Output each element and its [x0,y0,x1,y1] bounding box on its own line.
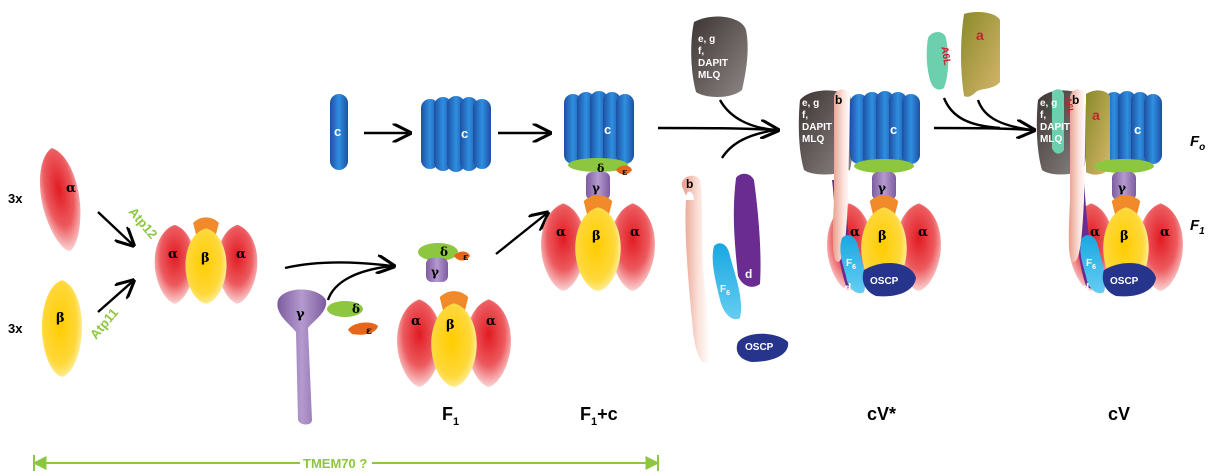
cv-alpha-right-label: α [1160,225,1170,240]
beta-count-label: 3x [8,321,23,336]
cvstar-gamma-label: γ [878,181,886,195]
cvstar-c-label: c [890,122,897,137]
gamma-free-label: γ [296,307,305,322]
cv-oscp-label: OSCP [1110,276,1139,287]
fo-domain-label: Fo [1190,133,1205,153]
delta-free-label: δ [352,302,360,316]
cvstar-alpha-right-label: α [918,225,928,240]
c-ring [421,96,491,172]
cvstar-beta-label: β [878,229,887,244]
f1-beta-label: β [446,318,455,333]
b-free-label: b [686,177,693,191]
beta-free-label: β [56,311,65,326]
cvstar-alpha-left-label: α [850,225,860,240]
atp11-label: Atp11 [87,305,121,342]
a-subunit-free [961,12,1000,97]
arrow-hexamer-to-f1 [285,263,392,269]
b-subunit-free [682,176,710,363]
arrow-efg-merge [720,100,776,130]
arrow-beta-to-hexamer [98,282,132,312]
f1-epsilon-label: ε [463,253,468,263]
f1-alpha-left-label: α [411,314,421,329]
cvstar-b-label: b [835,93,842,107]
cv-complex [1037,89,1183,296]
hexamer-alpha-right-label: α [236,247,246,262]
arrow-f1-to-f1c [496,214,546,254]
cv-c-label: c [1134,122,1141,137]
f1c-beta-label: β [592,229,601,244]
d-free-label: d [745,267,752,281]
oscp-free-label: OSCP [745,342,774,353]
stage-f1c-label: F1+c [580,404,618,428]
c-monomer-label: c [334,124,341,139]
f1c-alpha-left-label: α [556,225,566,240]
alpha-subunit-free [33,145,88,255]
alpha-count-label: 3x [8,191,23,206]
cv-star-complex [799,89,941,296]
epsilon-subunit-free [348,323,378,335]
f1-delta-label: δ [440,245,448,259]
hexamer-alpha-left-label: α [168,247,178,262]
arrow-alpha-to-hexamer [98,212,132,244]
hexamer-beta-label: β [201,251,210,266]
epsilon-free-label: ε [366,326,372,337]
cv-alpha-left-label: α [1090,225,1100,240]
alpha-free-label: α [66,181,76,196]
a-free-label: a [976,27,984,43]
tmem70-label: TMEM70 ? [303,456,367,471]
atp12-label: Atp12 [126,204,161,241]
stage-cv-label: cV [1108,404,1130,424]
f1c-gamma-label: γ [592,181,600,195]
f1c-alpha-right-label: α [630,225,640,240]
f1c-epsilon-label: ε [622,168,627,178]
arrow-gamma-delta-epsilon-merge [328,266,392,300]
beta-subunit-free [42,280,82,377]
f1-alpha-right-label: α [486,314,496,329]
stage-cvstar-label: cV* [867,404,896,424]
f1c-c-label: c [604,122,611,137]
cv-beta-label: β [1120,229,1129,244]
c-ring-label: c [461,126,468,141]
cv-d-label: d [1082,281,1089,295]
f1-domain-label: F1 [1190,217,1205,237]
arrow-peripheral-merge [722,130,776,158]
cvstar-oscp-label: OSCP [870,276,899,287]
f1-gamma-label: γ [431,265,439,279]
arrow-a6l-merge [944,98,1000,128]
cvstar-d-label: d [844,281,851,295]
cv-gamma-label: γ [1118,181,1126,195]
cv-a-label: a [1092,107,1100,123]
f1c-delta-label: δ [597,162,604,175]
cv-b-label: b [1072,93,1079,107]
stage-f1-label: F1 [442,404,459,428]
